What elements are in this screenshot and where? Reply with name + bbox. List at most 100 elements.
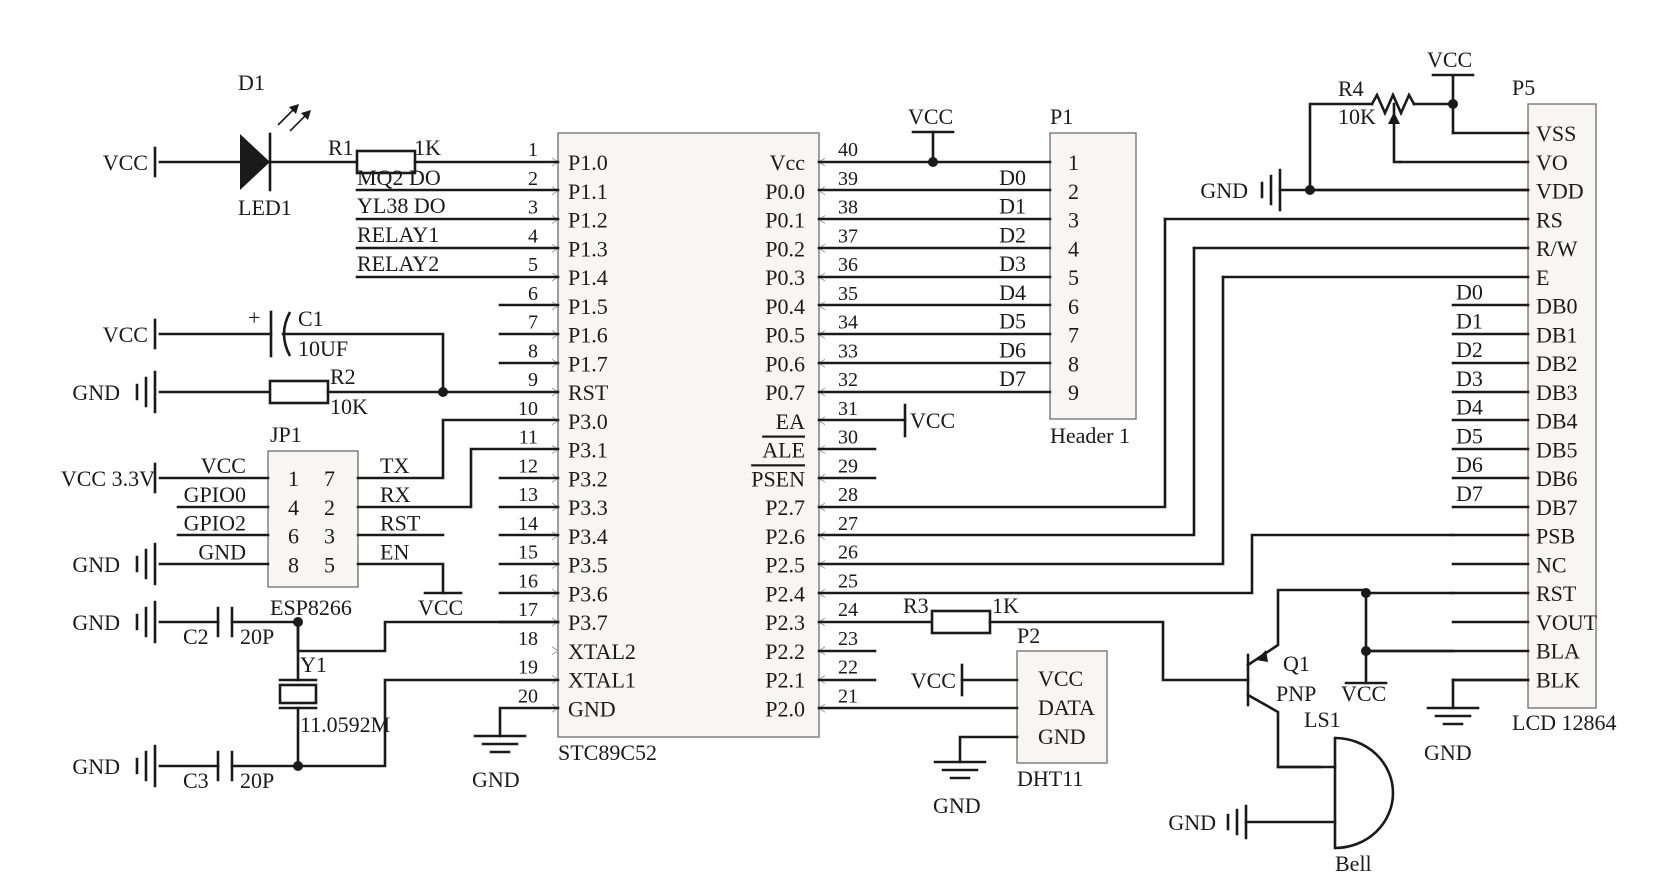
lcd-pins: VSSVOVDDRSR/WEDB0DB1DB2DB3DB4DB5DB6DB7PS… <box>1536 121 1598 692</box>
mcu-pin-name: XTAL1 <box>568 668 636 693</box>
mcu-right-pins: 40Vcc39P0.038P0.137P0.236P0.335P0.434P0.… <box>751 139 858 721</box>
r3-ref: R3 <box>903 593 929 618</box>
mcu-pin-number: 24 <box>838 599 858 621</box>
lcd-net-label: D0 <box>1456 280 1483 305</box>
header-pin-number: 7 <box>1068 323 1079 348</box>
q1-type: PNP <box>1276 681 1316 706</box>
gnd-label-blk: GND <box>1424 740 1472 765</box>
p0-data-bus <box>817 160 1052 394</box>
mcu-pin-number: 3 <box>528 197 538 219</box>
esp-pin-number: 2 <box>324 495 335 520</box>
esp-body <box>267 450 359 588</box>
header-pin-number: 4 <box>1068 236 1079 261</box>
r4-value: 10K <box>1338 104 1376 129</box>
esp-pin-number: 8 <box>288 552 299 577</box>
mcu-pin-name: P0.7 <box>765 380 805 405</box>
header-pin-number: 5 <box>1068 265 1079 290</box>
lcd-pin-name: VSS <box>1536 121 1576 146</box>
net-relay2: RELAY2 <box>357 251 439 276</box>
mcu-pin-name: P2.0 <box>765 696 805 721</box>
mcu-pin-number: 19 <box>518 657 538 679</box>
ls1-ref: LS1 <box>1304 707 1341 732</box>
gnd-label-dht: GND <box>933 793 981 818</box>
mcu-pin-number: 37 <box>838 225 858 247</box>
mcu-pin-number: 13 <box>518 484 538 506</box>
vcc-pin40: VCC <box>908 104 955 167</box>
ls1-name: Bell <box>1335 851 1372 875</box>
gnd-label-vdd: GND <box>1200 178 1248 203</box>
mcu-pin-name: ALE <box>762 438 805 463</box>
r1-value: 1K <box>414 135 441 160</box>
mcu-gnd: GND <box>472 706 560 792</box>
mcu-pin-name: Vcc <box>770 150 806 175</box>
header-net-label: D0 <box>999 165 1026 190</box>
header-p1-ref: P1 <box>1050 104 1073 129</box>
vcc-label-r4: VCC <box>1427 47 1472 72</box>
mcu-pin-number: 8 <box>528 340 538 362</box>
lcd-net-label: D7 <box>1456 481 1483 506</box>
mcu-pin-name: P1.6 <box>568 323 608 348</box>
mcu-pin-number: 18 <box>518 628 538 650</box>
mcu-pin-number: 26 <box>838 542 858 564</box>
mcu-pin-name: P3.7 <box>568 610 608 635</box>
mcu-pin-name: P1.5 <box>568 294 608 319</box>
lcd-pin-name: VDD <box>1536 179 1584 204</box>
lcd-pin-name: RST <box>1536 581 1577 606</box>
mcu-body <box>557 132 820 738</box>
mcu-pin-name: P2.6 <box>765 524 805 549</box>
mcu-pin-name: P2.2 <box>765 639 805 664</box>
r2-value: 10K <box>330 394 368 419</box>
vcc-label-led: VCC <box>103 150 148 175</box>
mcu-pin-name: P1.3 <box>568 236 608 261</box>
lcd-pin-name: BLK <box>1536 667 1580 692</box>
gnd-label-mcu: GND <box>472 767 520 792</box>
mcu-pin-number: 36 <box>838 254 858 276</box>
mcu-pin-name: P3.3 <box>568 495 608 520</box>
esp-net-label: TX <box>380 453 409 478</box>
q1-ref: Q1 <box>1283 651 1310 676</box>
lcd-vdd-gnd: GND <box>1200 168 1530 212</box>
r3-resistor: R3 1K <box>817 593 1250 682</box>
mcu-pin-name: P3.6 <box>568 581 608 606</box>
dht-gnd: GND <box>933 735 1019 818</box>
c1-ref: C1 <box>298 306 324 331</box>
vcc-label-c1: VCC <box>103 322 148 347</box>
mcu-pin-name: PSEN <box>751 466 805 491</box>
lcd-pin-name: DB7 <box>1536 495 1578 520</box>
esp-pin-number: 3 <box>324 524 335 549</box>
esp-name: ESP8266 <box>270 595 352 620</box>
reset-network: VCC GND + C1 10UF R2 10K <box>72 305 560 419</box>
mcu-pin-name: EA <box>776 409 805 434</box>
r4-potentiometer: R4 10K VCC <box>1308 47 1475 192</box>
esp-net-label: GPIO0 <box>184 482 246 507</box>
mcu-pin-name: P2.1 <box>765 668 805 693</box>
mcu-pin-number: 4 <box>528 225 538 247</box>
lcd-control-lines <box>817 217 1455 595</box>
lcd-rst-bla-vcc: VCC <box>1341 588 1455 706</box>
vcc-label-ea: VCC <box>910 408 955 433</box>
mcu-pin-name: P3.5 <box>568 553 608 578</box>
mcu-pin-name: P0.0 <box>765 179 805 204</box>
header-net-label: D6 <box>999 337 1026 362</box>
mcu-pin-number: 31 <box>838 398 858 420</box>
mcu-pin-number: 35 <box>838 283 858 305</box>
lcd-name: LCD 12864 <box>1512 710 1617 735</box>
mcu-pin-number: 30 <box>838 427 858 449</box>
lcd-pin-name: PSB <box>1536 524 1575 549</box>
lcd-pin-name: VO <box>1536 150 1568 175</box>
mcu-pin-number: 22 <box>838 657 858 679</box>
mcu-pin-number: 28 <box>838 484 858 506</box>
mcu-pin-name: P2.4 <box>765 581 805 606</box>
mcu-pin-number: 12 <box>518 455 538 477</box>
dht-name: DHT11 <box>1017 766 1083 791</box>
esp-net-label: VCC <box>201 453 246 478</box>
c2-value: 20P <box>240 624 274 649</box>
gnd-label-c3: GND <box>72 754 120 779</box>
c2-ref: C2 <box>183 624 209 649</box>
p1-net-labels: MQ2 DO YL38 DO RELAY1 RELAY2 <box>355 165 560 365</box>
mcu-name: STC89C52 <box>558 740 657 765</box>
mcu-pin-name: P3.2 <box>568 466 608 491</box>
